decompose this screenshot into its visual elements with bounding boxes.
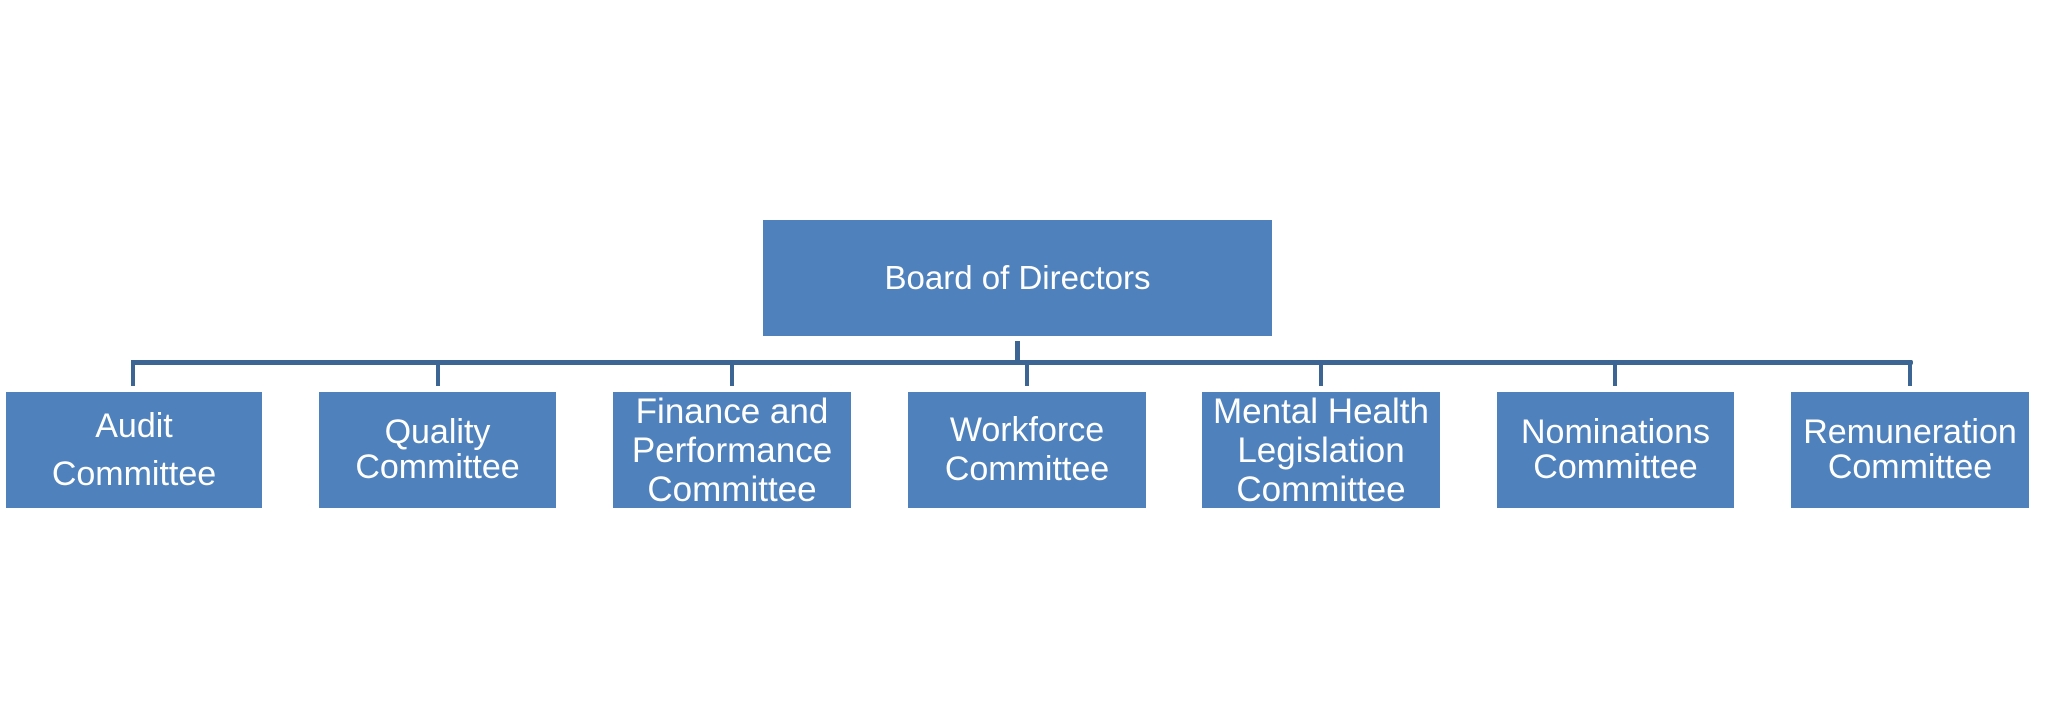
quality-committee-node: Quality Committee bbox=[319, 392, 556, 508]
drop-connector-nominations bbox=[1613, 360, 1617, 386]
remuneration-committee-label: Remuneration Committee bbox=[1803, 413, 2017, 486]
drop-connector-remuneration bbox=[1908, 360, 1912, 386]
board-of-directors-label: Board of Directors bbox=[884, 259, 1151, 296]
audit-committee-label: Audit Committee bbox=[51, 407, 217, 493]
root-stem-connector bbox=[1015, 341, 1020, 363]
nominations-committee-label: Nominations Committee bbox=[1521, 413, 1710, 486]
quality-committee-label: Quality Committee bbox=[355, 413, 520, 486]
workforce-committee-node: Workforce Committee bbox=[908, 392, 1146, 508]
horizontal-bus-connector bbox=[131, 360, 1913, 365]
remuneration-committee-node: Remuneration Committee bbox=[1791, 392, 2029, 508]
board-of-directors-node: Board of Directors bbox=[763, 220, 1272, 336]
mental-health-legislation-committee-label: Mental Health Legislation Committee bbox=[1213, 391, 1429, 509]
nominations-committee-node: Nominations Committee bbox=[1497, 392, 1734, 508]
finance-performance-committee-node: Finance and Performance Committee bbox=[613, 391, 851, 509]
drop-connector-audit bbox=[131, 360, 135, 386]
drop-connector-mental-health bbox=[1319, 360, 1323, 386]
mental-health-legislation-committee-node: Mental Health Legislation Committee bbox=[1202, 391, 1440, 509]
audit-committee-node: Audit Committee bbox=[6, 392, 262, 508]
drop-connector-finance bbox=[730, 360, 734, 386]
drop-connector-quality bbox=[436, 360, 440, 386]
finance-performance-committee-label: Finance and Performance Committee bbox=[631, 391, 833, 509]
workforce-committee-label: Workforce Committee bbox=[944, 411, 1110, 488]
drop-connector-workforce bbox=[1025, 360, 1029, 386]
